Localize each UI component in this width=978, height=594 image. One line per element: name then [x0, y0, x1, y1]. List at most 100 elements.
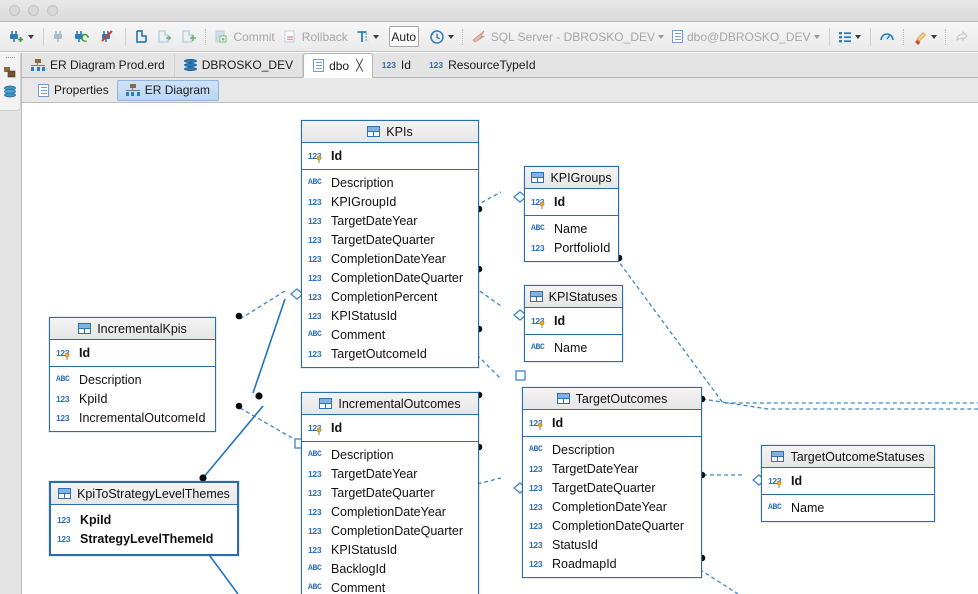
color-settings-button[interactable] [909, 25, 940, 49]
er-table-name: KPIs [386, 124, 413, 139]
window-title-bar [0, 0, 978, 22]
dashboard-button[interactable] [876, 25, 898, 49]
tab-dbo[interactable]: dbo ╳ [303, 53, 373, 78]
invalidate-connection-button[interactable] [97, 25, 119, 49]
database-navigator-icon[interactable] [3, 85, 18, 99]
result-view-mode-button[interactable] [835, 25, 864, 49]
number-icon: 123 [308, 544, 322, 555]
subtab-properties[interactable]: Properties [30, 80, 117, 101]
active-schema-selector[interactable]: dbo@DBROSKO_DEV [669, 25, 823, 49]
er-column-row[interactable]: 123 Id [56, 343, 209, 362]
rollback-button[interactable]: Rollback [280, 25, 351, 49]
pin-editor-button[interactable] [951, 25, 973, 49]
auto-commit-selector[interactable]: Auto [388, 26, 419, 47]
open-sql-script-button[interactable] [154, 25, 176, 49]
er-column-row[interactable]: 123 Id [529, 413, 695, 432]
active-datasource-selector[interactable]: SQL Server - DBROSKO_DEV [468, 25, 667, 49]
number-icon: 123 [529, 520, 543, 531]
disconnect-button[interactable] [49, 25, 69, 49]
er-column-row[interactable]: 123 Id [531, 311, 616, 330]
schema-icon [672, 30, 683, 43]
new-connection-button[interactable] [5, 25, 37, 49]
er-column-row[interactable]: 123 Id [768, 471, 928, 490]
subtab-er-diagram[interactable]: ER Diagram [116, 79, 220, 101]
rail-grip[interactable] [5, 57, 15, 60]
minimize-window-button[interactable] [28, 5, 39, 16]
er-column-name: StatusId [552, 537, 598, 552]
zoom-window-button[interactable] [47, 5, 58, 16]
transaction-mode-button[interactable] [353, 25, 382, 49]
chevron-down-icon[interactable] [447, 34, 454, 39]
er-column-name: IncrementalOutcomeId [79, 410, 206, 425]
commit-label: Commit [233, 29, 275, 44]
er-column-row[interactable]: 123 Id [531, 192, 612, 211]
chevron-down-icon[interactable] [854, 34, 861, 39]
table-icon [319, 398, 333, 409]
tab-id[interactable]: 123 Id [373, 53, 420, 77]
chevron-down-icon[interactable] [28, 34, 34, 39]
chevron-down-icon[interactable] [813, 34, 820, 39]
tab-dbrosko-dev[interactable]: DBROSKO_DEV [175, 53, 304, 77]
projects-icon[interactable] [3, 66, 17, 79]
er-column-row[interactable]: 123 Id [308, 418, 472, 437]
tab-er-diagram-prod[interactable]: ER Diagram Prod.erd [22, 53, 175, 77]
chevron-down-icon[interactable] [372, 34, 379, 39]
new-sql-script-button[interactable] [178, 25, 200, 49]
table-icon [78, 323, 92, 334]
chevron-down-icon[interactable] [931, 34, 937, 39]
er-column-row[interactable]: 123 Id [308, 146, 472, 165]
reconnect-button[interactable] [71, 25, 95, 49]
close-icon[interactable]: ╳ [356, 60, 363, 72]
commit-button[interactable]: Commit [211, 25, 277, 49]
sql-editor-button[interactable] [131, 25, 152, 49]
transaction-log-button[interactable] [426, 25, 457, 49]
tab-resourcetypeid[interactable]: 123 ResourceTypeId [420, 53, 545, 77]
chevron-down-icon[interactable] [658, 34, 664, 39]
er-column-name: Description [552, 442, 615, 457]
close-window-button[interactable] [9, 5, 20, 16]
